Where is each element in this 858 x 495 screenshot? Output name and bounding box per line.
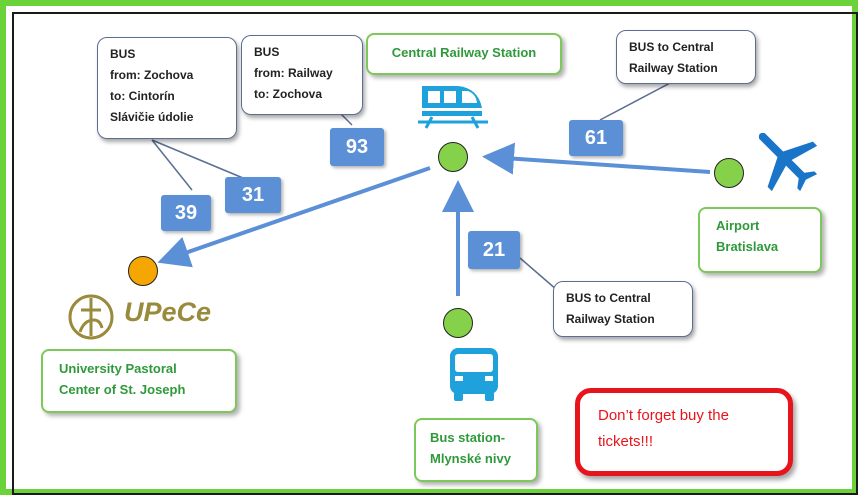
route-number-31: 31 <box>225 177 281 213</box>
upece-logo <box>68 294 114 340</box>
route-number-93: 93 <box>330 128 384 166</box>
route-number-61: 61 <box>569 120 623 156</box>
callout-bus-39: BUS from: Zochova to: Cintorín Slávičie … <box>97 37 237 139</box>
ticket-reminder: Don’t forget buy the tickets!!! <box>575 388 793 476</box>
callout-line: to: Cintorín <box>110 89 175 103</box>
arrow-airport-to-central <box>482 142 711 175</box>
location-label: Central Railway Station <box>391 45 537 60</box>
location-upece: University Pastoral Center of St. Joseph <box>41 349 237 413</box>
callout-bus-61: BUS to Central Railway Station <box>616 30 756 84</box>
callout-bus-93: BUS from: Railway to: Zochova <box>241 35 363 115</box>
callout-line: BUS <box>110 47 136 61</box>
callout-bus-21: BUS to Central Railway Station <box>553 281 693 337</box>
callout-line: Railway Station <box>566 312 655 326</box>
route-number-39: 39 <box>161 195 211 231</box>
route-number-21: 21 <box>468 231 520 269</box>
location-label: University Pastoral <box>59 361 177 376</box>
location-airport: Airport Bratislava <box>698 207 822 273</box>
reminder-line: Don’t forget buy the <box>598 407 729 424</box>
reminder-line: tickets!!! <box>598 433 654 450</box>
callout-line: Railway Station <box>629 61 718 75</box>
location-central-station: Central Railway Station <box>366 33 562 75</box>
callout-pointer-21 <box>519 257 558 291</box>
callout-line: BUS to Central <box>629 40 714 54</box>
location-label: Bratislava <box>716 239 779 254</box>
callout-line: Slávičie údolie <box>110 110 194 124</box>
stop-bus-station <box>443 308 473 338</box>
location-bus-station: Bus station- Mlynské nivy <box>414 418 538 482</box>
callout-pointer-31 <box>151 139 244 179</box>
train-icon <box>418 86 488 129</box>
airplane-icon <box>758 132 818 192</box>
callout-pointer-61 <box>599 81 673 121</box>
callout-line: from: Railway <box>254 66 333 80</box>
stop-upece <box>128 256 158 286</box>
callout-line: BUS <box>254 45 280 59</box>
location-label: Mlynské nivy <box>430 451 511 466</box>
stop-central-station <box>438 142 468 172</box>
callout-line: BUS to Central <box>566 291 651 305</box>
upece-logo-text: UPeCe <box>124 297 212 327</box>
callout-line: to: Zochova <box>254 87 322 101</box>
location-label: Airport <box>716 218 760 233</box>
bus-icon <box>450 348 498 401</box>
diagram-area <box>12 12 858 495</box>
arrow-central-to-upece <box>157 166 431 268</box>
callout-line: from: Zochova <box>110 68 194 82</box>
callout-pointer-39 <box>151 139 193 191</box>
location-label: Bus station- <box>430 430 506 445</box>
location-label: Center of St. Joseph <box>59 382 186 397</box>
stop-airport <box>714 158 744 188</box>
